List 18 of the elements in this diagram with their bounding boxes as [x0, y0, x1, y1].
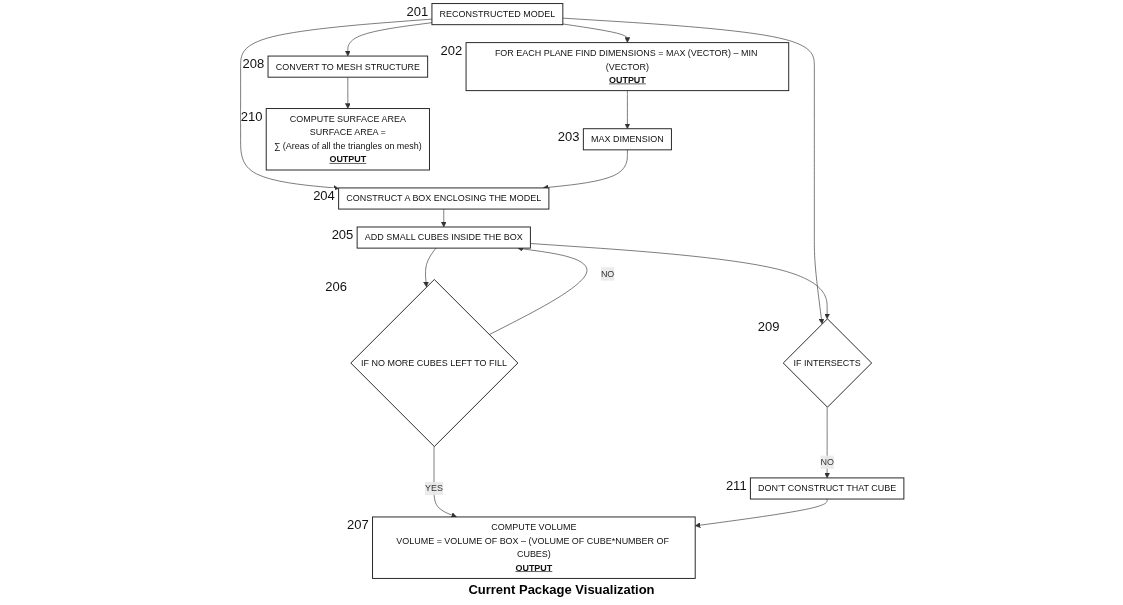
- reference-number: 204: [313, 187, 335, 203]
- reference-number: 205: [331, 227, 354, 242]
- edge-label: YES: [424, 483, 443, 494]
- edge-label: NO: [819, 456, 834, 468]
- node-diamond: IF INTERSECTS: [782, 318, 872, 408]
- caption: Current Package Visualization: [468, 582, 655, 597]
- reference-number: 210: [240, 108, 263, 124]
- node-box: COMPUTE SURFACE AREA SURFACE AREA = ∑ (Areas of all the triangles on mesh) OUTPUT: [265, 108, 430, 171]
- node-box: CONSTRUCT A BOX ENCLOSING THE MODEL: [337, 187, 549, 210]
- node-box: FOR EACH PLANE FIND DIMENSIONS = MAX (VECTOR) – MIN (VECTOR) OUTPUT: [465, 42, 789, 92]
- node-box: DON’T CONSTRUCT THAT CUBE: [749, 477, 904, 500]
- node-box: RECONSTRUCTED MODEL: [430, 3, 563, 26]
- node-diamond: IF NO MORE CUBES LEFT TO FILL: [349, 279, 518, 448]
- node-box: ADD SMALL CUBES INSIDE THE BOX: [356, 226, 531, 249]
- node-box: MAX DIMENSION: [582, 128, 672, 151]
- node-box: COMPUTE VOLUME VOLUME = VOLUME OF BOX – (VOLUME OF CUBE*NUMBER OF CUBES) OUTPUT: [371, 516, 696, 579]
- node-box: CONVERT TO MESH STRUCTURE: [267, 55, 428, 78]
- edge-label: NO: [600, 268, 614, 279]
